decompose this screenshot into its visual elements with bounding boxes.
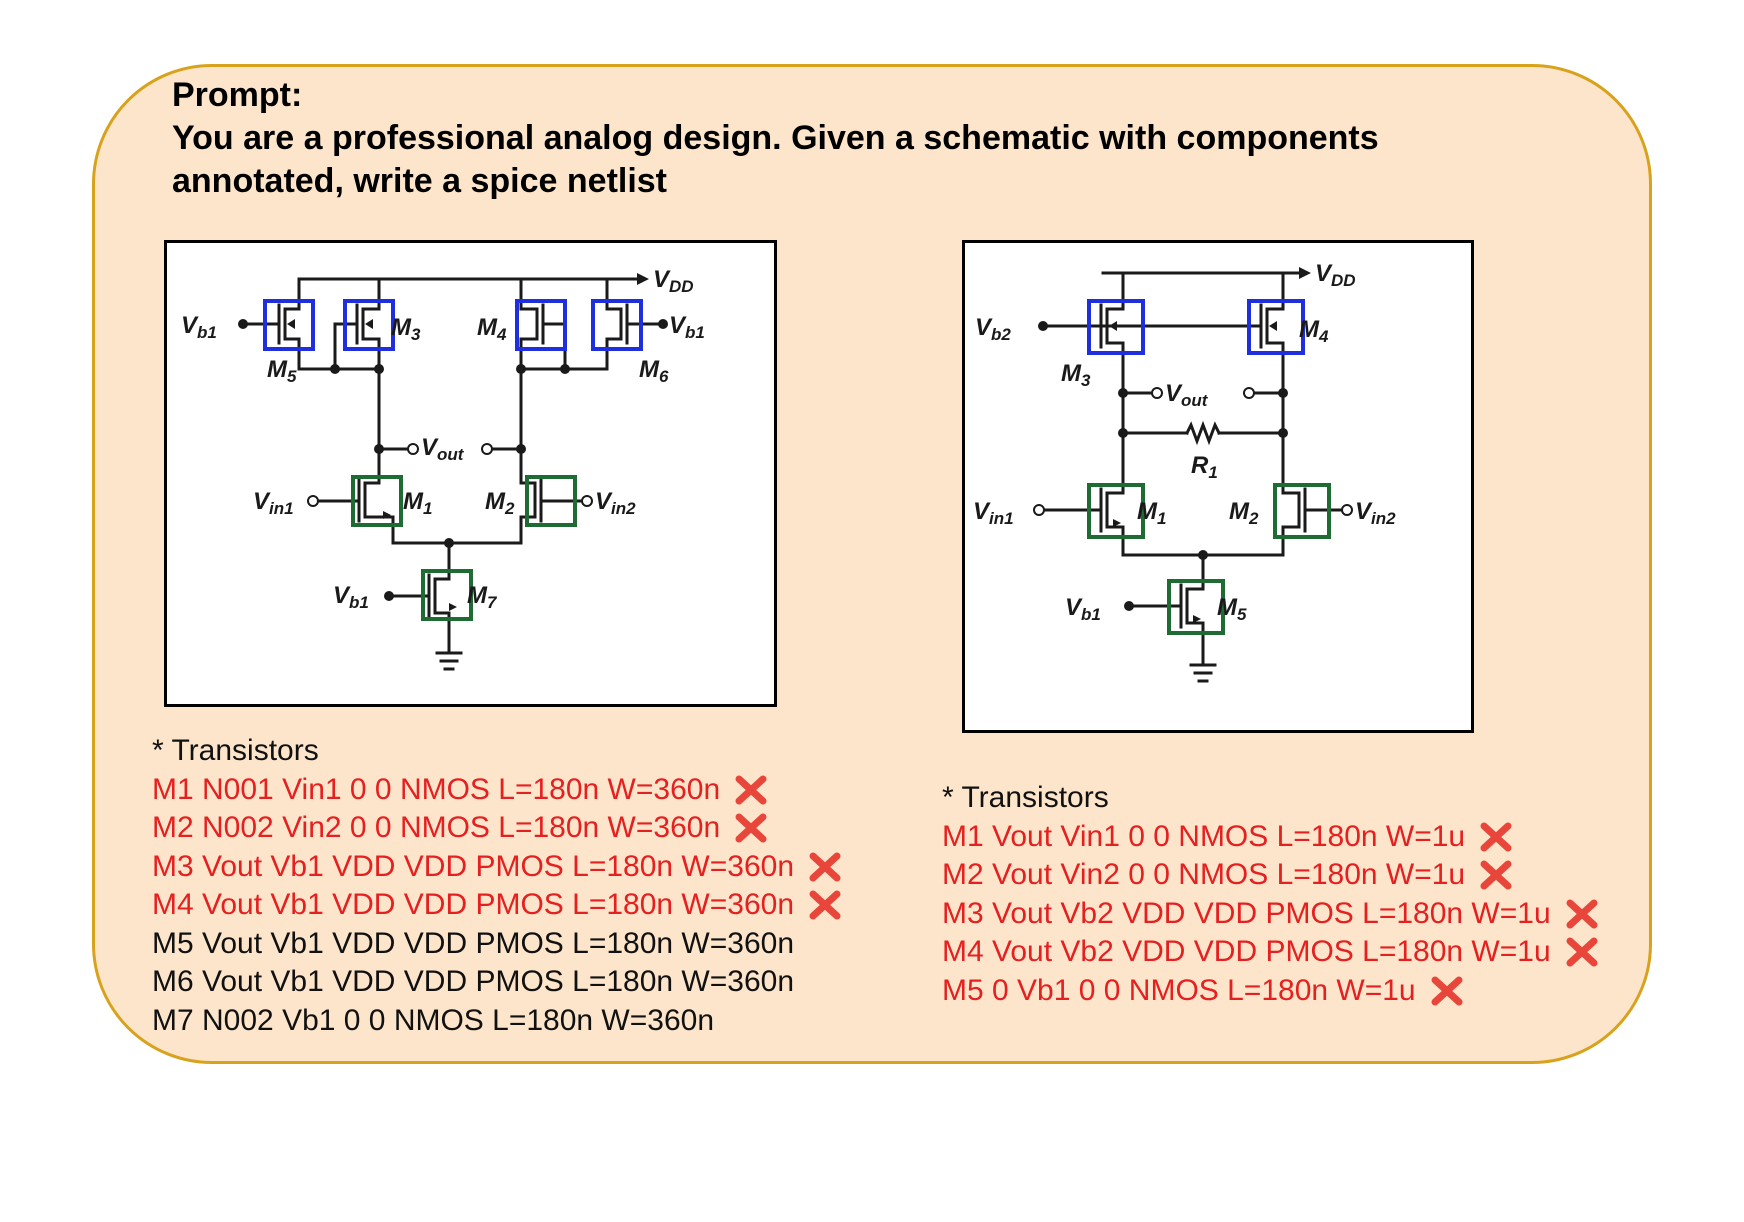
netlist-line: M2 Vout Vin2 0 0 NMOS L=180n W=1u xyxy=(942,860,1599,899)
netlist-line: M6 Vout Vb1 VDD VDD PMOS L=180n W=360n xyxy=(152,967,842,1006)
m5-highlight-box xyxy=(1167,579,1225,635)
vb2-label: Vb2 xyxy=(975,314,1011,344)
vb1-right-label: Vb1 xyxy=(669,312,705,342)
vb1-label: Vb1 xyxy=(1065,594,1101,624)
cross-mark-icon xyxy=(809,852,841,881)
m1-label: M1 xyxy=(403,488,432,518)
netlist-line: M5 Vout Vb1 VDD VDD PMOS L=180n W=360n xyxy=(152,926,842,968)
vdd-label: VDD xyxy=(1315,260,1356,290)
prompt-text-line-1: You are a professional analog design. Gi… xyxy=(172,119,1379,157)
m7-highlight-box xyxy=(421,569,473,621)
vb1-bottom-label: Vb1 xyxy=(333,582,369,612)
vin2-label: Vin2 xyxy=(595,488,636,518)
vb1-left-label: Vb1 xyxy=(181,312,217,342)
vin1-label: Vin1 xyxy=(253,488,294,518)
cross-mark-icon xyxy=(1480,860,1512,890)
netlist-line: M1 Vout Vin1 0 0 NMOS L=180n W=1u xyxy=(942,819,1599,861)
m4-highlight-box xyxy=(515,299,567,351)
netlist-lines: M1 N001 Vin1 0 0 NMOS L=180n W=360n M2 N0… xyxy=(152,772,842,1045)
vdd-label: VDD xyxy=(653,266,694,296)
netlist-line: M1 N001 Vin1 0 0 NMOS L=180n W=360n xyxy=(152,772,842,814)
m3-highlight-box xyxy=(343,299,395,351)
netlist-line: M2 N002 Vin2 0 0 NMOS L=180n W=360n xyxy=(152,813,842,852)
netlist-line-text: M2 Vout Vin2 0 0 NMOS L=180n W=1u xyxy=(942,858,1466,891)
m3-label: M3 xyxy=(1061,360,1091,390)
m4-highlight-box xyxy=(1247,299,1305,355)
m5-label: M5 xyxy=(1217,594,1247,624)
vout-label: Vout xyxy=(421,434,465,464)
netlist-line-text: M6 Vout Vb1 VDD VDD PMOS L=180n W=360n xyxy=(152,965,794,998)
netlist-line-text: M7 N002 Vb1 0 0 NMOS L=180n W=360n xyxy=(152,1003,715,1037)
m1-highlight-box xyxy=(1087,483,1145,539)
m7-label: M7 xyxy=(467,582,498,612)
m1-label: M1 xyxy=(1137,498,1166,528)
netlist-line: M5 0 Vb1 0 0 NMOS L=180n W=1u xyxy=(942,973,1599,1015)
prompt-label: Prompt: xyxy=(172,76,303,114)
prompt-text-line-2: annotated, write a spice netlist xyxy=(172,162,668,200)
m5-highlight-box xyxy=(263,299,315,351)
schematic-right-svg: VDD Vb2 M4 M3 Vout R1 Vin1 M1 M2 Vin2 Vb… xyxy=(973,260,1396,683)
m2-label: M2 xyxy=(485,488,515,518)
m5-label: M5 xyxy=(267,356,297,386)
netlist-right: * Transistors M1 Vout Vin1 0 0 NMOS L=18… xyxy=(942,783,1599,1014)
vin1-label: Vin1 xyxy=(973,498,1014,528)
netlist-line-text: M2 N002 Vin2 0 0 NMOS L=180n W=360n xyxy=(152,811,721,844)
schematic-left: VDD Vb1 Vb1 M5 M3 M4 M6 Vout Vin1 M1 M2 … xyxy=(164,240,777,707)
cross-mark-icon xyxy=(1566,899,1598,928)
m2-highlight-box xyxy=(525,475,577,527)
cross-mark-icon xyxy=(735,775,767,804)
m6-label: M6 xyxy=(639,356,669,386)
m6-highlight-box xyxy=(591,299,643,351)
netlist-left: * Transistors M1 N001 Vin1 0 0 NMOS L=18… xyxy=(152,736,842,1044)
m2-highlight-box xyxy=(1273,483,1331,539)
m4-label: M4 xyxy=(477,314,507,344)
m2-label: M2 xyxy=(1229,498,1259,528)
vin2-label: Vin2 xyxy=(1355,498,1396,528)
netlist-header: * Transistors xyxy=(152,734,319,767)
m3-highlight-box xyxy=(1087,299,1145,355)
cross-mark-icon xyxy=(1566,937,1598,967)
netlist-line: M7 N002 Vb1 0 0 NMOS L=180n W=360n xyxy=(152,1003,842,1045)
netlist-line-text: M1 Vout Vin1 0 0 NMOS L=180n W=1u xyxy=(942,819,1466,853)
m3-label: M3 xyxy=(391,314,421,344)
netlist-line: M3 Vout Vb2 VDD VDD PMOS L=180n W=1u xyxy=(942,896,1599,938)
netlist-line-text: M5 0 Vb1 0 0 NMOS L=180n W=1u xyxy=(942,973,1416,1007)
netlist-line-text: M5 Vout Vb1 VDD VDD PMOS L=180n W=360n xyxy=(152,926,794,960)
r1-label: R1 xyxy=(1191,452,1218,482)
m1-highlight-box xyxy=(351,475,403,527)
netlist-line-text: M4 Vout Vb1 VDD VDD PMOS L=180n W=360n xyxy=(152,888,794,921)
netlist-line: M3 Vout Vb1 VDD VDD PMOS L=180n W=360n xyxy=(152,849,842,891)
netlist-line: M4 Vout Vb1 VDD VDD PMOS L=180n W=360n xyxy=(152,890,842,929)
netlist-header: * Transistors xyxy=(942,781,1109,814)
netlist-line: M4 Vout Vb2 VDD VDD PMOS L=180n W=1u xyxy=(942,937,1599,976)
netlist-line-text: M1 N001 Vin1 0 0 NMOS L=180n W=360n xyxy=(152,772,721,806)
schematic-left-svg: VDD Vb1 Vb1 M5 M3 M4 M6 Vout Vin1 M1 M2 … xyxy=(181,266,705,671)
vout-label: Vout xyxy=(1165,380,1209,410)
cross-mark-icon xyxy=(1480,822,1512,851)
netlist-lines: M1 Vout Vin1 0 0 NMOS L=180n W=1u M2 Vout… xyxy=(942,819,1599,1015)
netlist-line-text: M3 Vout Vb1 VDD VDD PMOS L=180n W=360n xyxy=(152,849,794,883)
cross-mark-icon xyxy=(1431,976,1463,1005)
m4-label: M4 xyxy=(1299,316,1329,346)
schematic-right: VDD Vb2 M4 M3 Vout R1 Vin1 M1 M2 Vin2 Vb… xyxy=(962,240,1474,733)
cross-mark-icon xyxy=(809,890,841,920)
netlist-line-text: M3 Vout Vb2 VDD VDD PMOS L=180n W=1u xyxy=(942,896,1551,930)
netlist-line-text: M4 Vout Vb2 VDD VDD PMOS L=180n W=1u xyxy=(942,935,1551,968)
cross-mark-icon xyxy=(735,813,767,843)
